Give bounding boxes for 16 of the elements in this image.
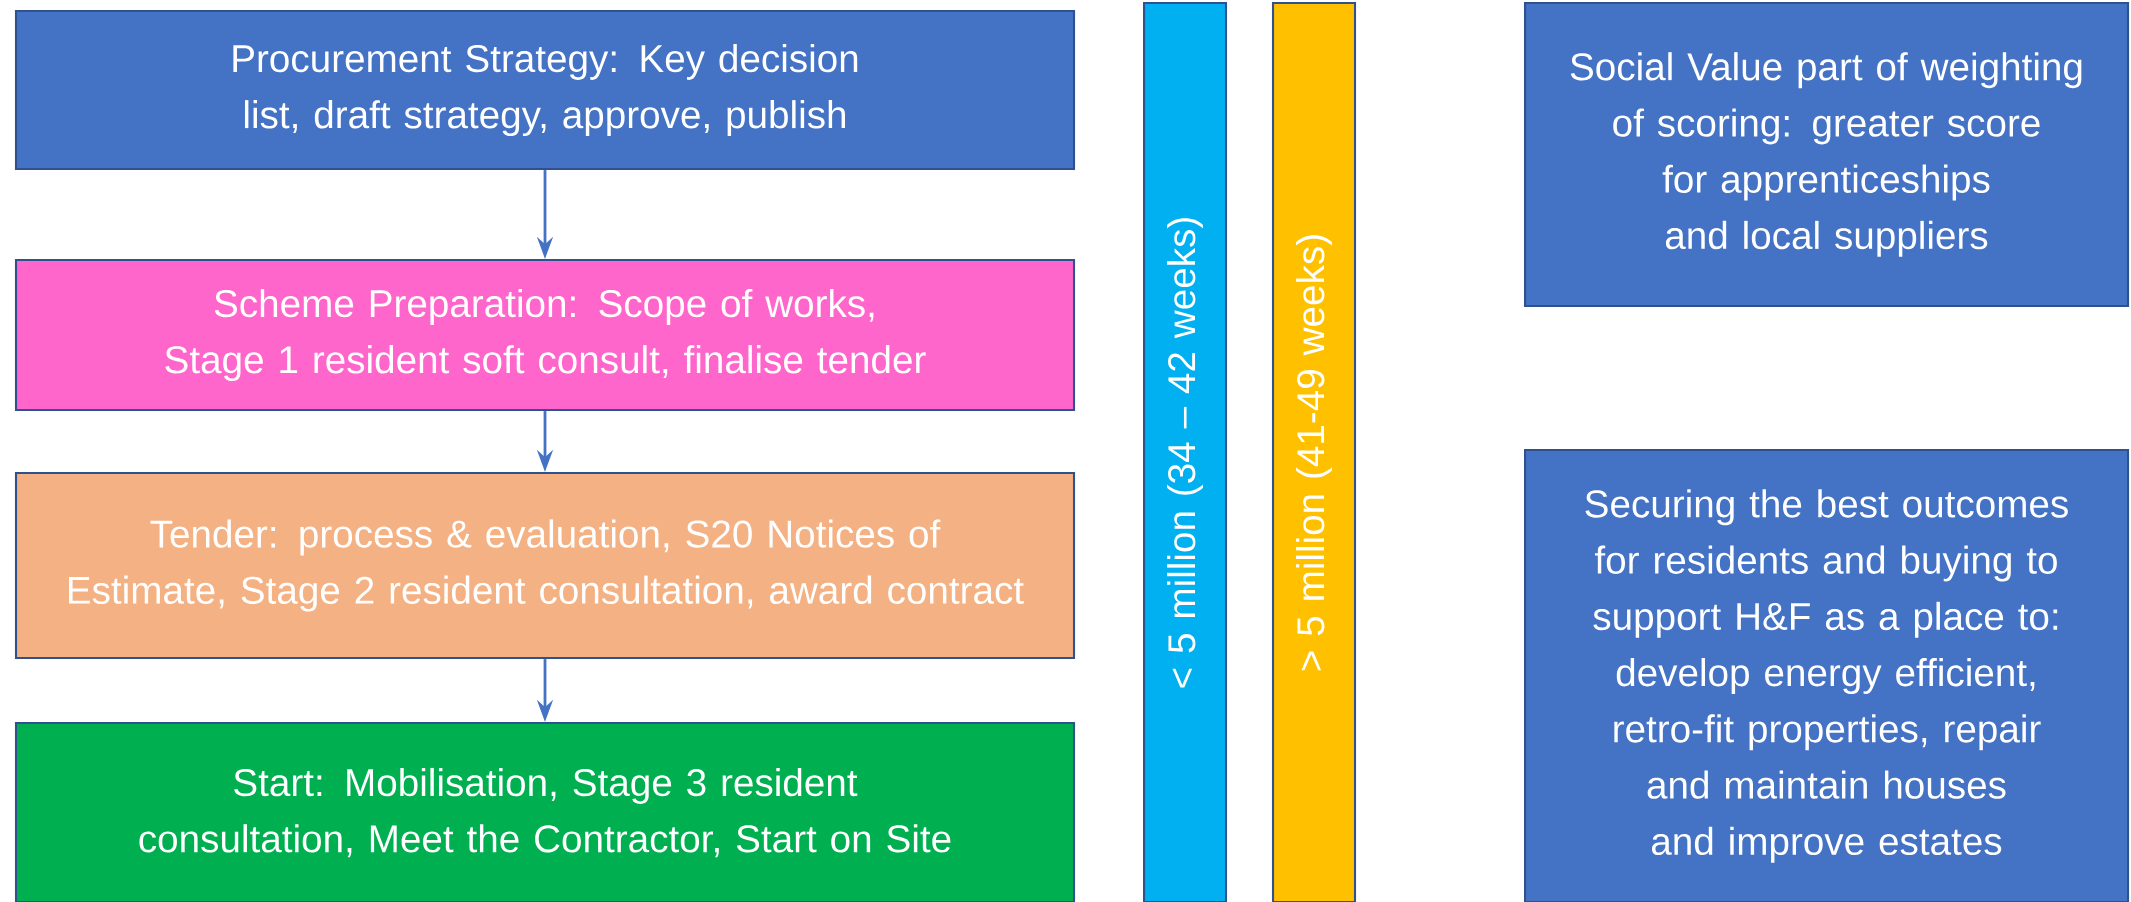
process-box xyxy=(14,721,1076,902)
process-box xyxy=(14,471,1076,660)
note-box xyxy=(1523,448,2130,902)
note-box xyxy=(1523,1,2130,308)
node-label: Social Value part of weighting of scoring: greater score for apprenticeships and local suppliers xyxy=(1570,52,2082,257)
timeline-bar xyxy=(1142,1,1228,902)
node-label: Procurement Strategy: Key decision list, draft strategy, approve, publish xyxy=(233,43,858,137)
node-label: Start: Mobilisation, Stage 3 resident consultation, Meet the Contractor, Start on Site xyxy=(139,767,951,858)
node-label: > 5 million (41-49 weeks) xyxy=(1296,235,1333,671)
process-box xyxy=(14,9,1076,171)
node-label: Securing the best outcomes for residents and buying to support H&F as a place to: develop energy efficient, retro-fit properties, repair and maintain houses and improve estates xyxy=(1585,489,2068,863)
timeline-bar xyxy=(1271,1,1357,902)
process-box xyxy=(14,258,1076,412)
node-label: Scheme Preparation: Scope of works, Stage 1 resident soft consult, finalise tender xyxy=(165,288,926,382)
node-label: Tender: process & evaluation, S20 Notices of Estimate, Stage 2 resident consultation, award contract xyxy=(69,519,1024,612)
node-label: < 5 million (34 – 42 weeks) xyxy=(1167,218,1204,688)
